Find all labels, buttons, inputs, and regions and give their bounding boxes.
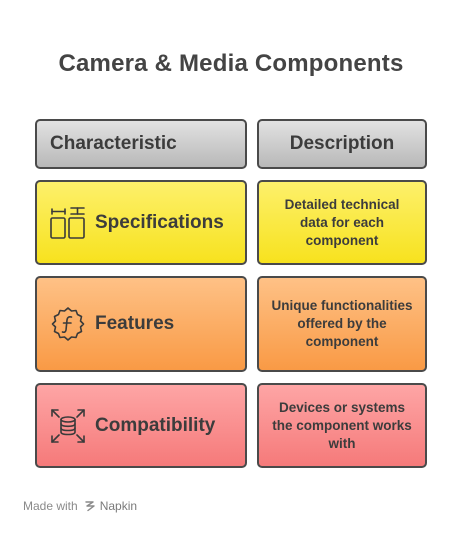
- header-description-label: Description: [289, 133, 395, 154]
- header-characteristic: Characteristic: [35, 119, 247, 169]
- features-label: Features: [95, 313, 175, 334]
- compatibility-label: Compatibility: [95, 414, 216, 436]
- dimensions-icon: [49, 204, 87, 242]
- description-compatibility: Devices or systems the component works w…: [257, 383, 427, 468]
- diagram-title: Camera & Media Components: [58, 50, 404, 77]
- specifications-description: Detailed technical data for each compone…: [284, 196, 400, 248]
- characteristic-features: Features: [35, 276, 247, 372]
- footer-attribution[interactable]: Made with Napkin: [23, 499, 137, 513]
- specifications-label: Specifications: [95, 211, 224, 233]
- made-with-text: Made with: [23, 499, 78, 513]
- compatibility-description: Devices or systems the component works w…: [272, 399, 412, 451]
- description-specifications: Detailed technical data for each compone…: [257, 180, 427, 265]
- header-characteristic-label: Characteristic: [50, 133, 177, 154]
- features-description: Unique functionalities offered by the co…: [271, 298, 413, 349]
- header-description: Description: [257, 119, 427, 169]
- characteristic-compatibility: Compatibility: [35, 383, 247, 468]
- database-sync-icon: [49, 407, 87, 445]
- napkin-logo-icon: [84, 500, 96, 512]
- characteristic-specifications: Specifications: [35, 180, 247, 265]
- function-badge-icon: [49, 305, 87, 343]
- description-features: Unique functionalities offered by the co…: [257, 276, 427, 372]
- napkin-brand: Napkin: [99, 499, 138, 513]
